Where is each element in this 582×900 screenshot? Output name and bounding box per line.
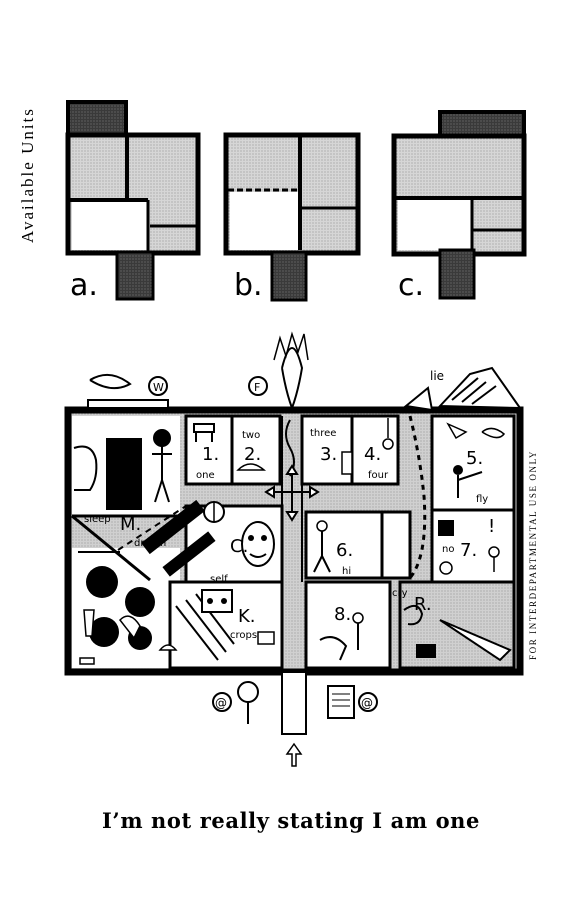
room-7-exclaim: ! [488,516,495,537]
room-2-label: 2. [244,444,261,465]
roof-sign-lie-text: lie [430,369,444,383]
room-6-word: hi [342,566,351,577]
room-C-word: self [210,574,228,585]
room-R-word: cry [392,588,408,599]
unit-a-plan[interactable] [65,100,201,301]
room-C-label: C. [230,536,248,557]
caption: I’m not really stating I am one [101,808,481,833]
room-K-label: K. [238,606,256,627]
room-1-word: one [196,470,215,481]
unit-b-label: b. [234,268,263,303]
building-floorplan: W F lie @ @ 1. one 2. two 3. three 4. fo… [64,331,524,767]
room-R-label: R. [414,594,432,615]
room-1-label: 1. [202,444,219,465]
room-4-label: 4. [364,444,381,465]
room-M-word: sleep [84,514,111,525]
bottom-sign-right: @ [361,696,373,710]
room-3-word: three [310,428,336,439]
room-8-label: 8. [334,604,351,625]
interdepartmental-note: FOR INTERDEPARTMENTAL USE ONLY [528,450,538,660]
roof-sign-w [148,376,168,396]
bed [106,438,142,510]
room-5-word: fly [476,494,488,505]
unit-c-label: c. [398,268,425,303]
unit-a-label: a. [70,268,98,303]
roof-sign-w-text: W [153,381,164,394]
room-M-label: M. [120,514,141,535]
unit-c-plan[interactable] [391,110,527,300]
room-8[interactable] [304,580,392,670]
unit-b-plan[interactable] [223,132,361,302]
bottom-sign-left: @ [215,696,227,710]
room-7-word: no [442,544,454,555]
unit-plans [65,100,527,302]
roof-sign-f-text: F [254,381,260,394]
room-6-label: 6. [336,540,353,561]
room-M-word2: dream [134,538,166,549]
room-5-label: 5. [466,448,483,469]
room-2-word: two [242,430,260,441]
room-K-word: crops [230,630,257,641]
room-7-label: 7. [460,540,477,561]
room-4-word: four [368,470,389,481]
room-3-label: 3. [320,444,337,465]
